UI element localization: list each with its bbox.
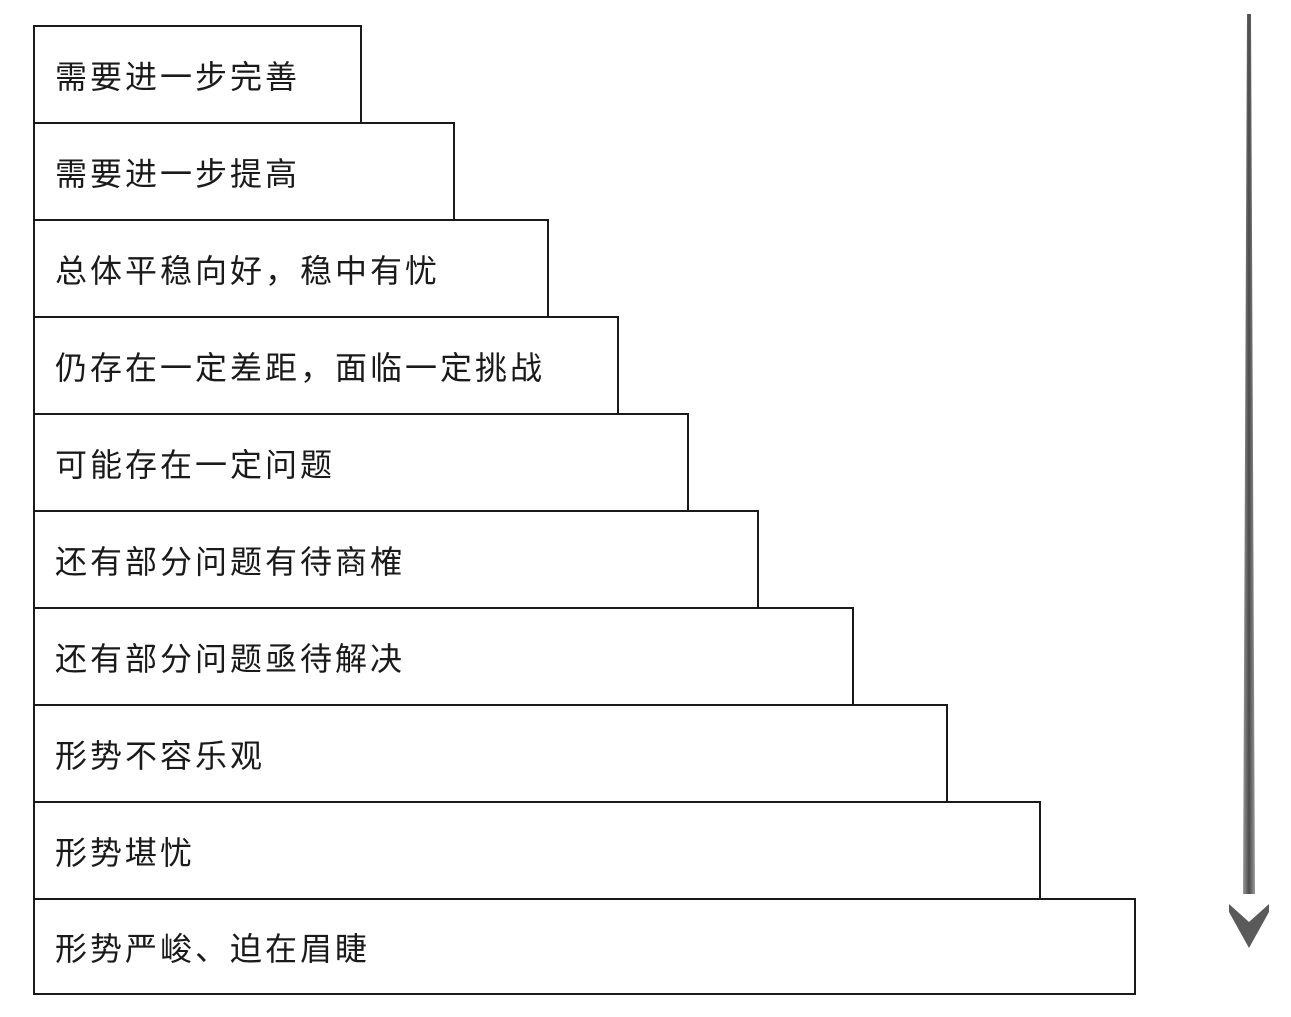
step-label: 可能存在一定问题: [55, 445, 336, 484]
step-5: 可能存在一定问题: [33, 413, 689, 512]
step-label: 仍存在一定差距，面临一定挑战: [55, 348, 546, 387]
step-3: 总体平稳向好，稳中有忧: [33, 219, 549, 318]
step-10: 形势严峻、迫在眉睫: [33, 898, 1136, 995]
step-2: 需要进一步提高: [33, 122, 455, 221]
step-label: 形势堪忧: [55, 833, 196, 872]
step-label: 还有部分问题亟待解决: [55, 639, 406, 678]
step-label: 需要进一步提高: [55, 154, 301, 193]
step-6: 还有部分问题有待商榷: [33, 510, 759, 609]
step-label: 需要进一步完善: [55, 57, 301, 96]
step-7: 还有部分问题亟待解决: [33, 607, 854, 706]
step-1: 需要进一步完善: [33, 25, 362, 124]
arrow-head: [1229, 904, 1269, 948]
arrow-shaft: [1243, 14, 1255, 894]
step-8: 形势不容乐观: [33, 704, 948, 803]
step-label: 形势不容乐观: [55, 736, 266, 775]
step-label: 总体平稳向好，稳中有忧: [55, 251, 441, 290]
step-4: 仍存在一定差距，面临一定挑战: [33, 316, 619, 415]
step-label: 形势严峻、迫在眉睫: [55, 929, 371, 968]
step-label: 还有部分问题有待商榷: [55, 542, 406, 581]
down-arrow-icon: [1229, 14, 1269, 948]
step-9: 形势堪忧: [33, 801, 1041, 900]
